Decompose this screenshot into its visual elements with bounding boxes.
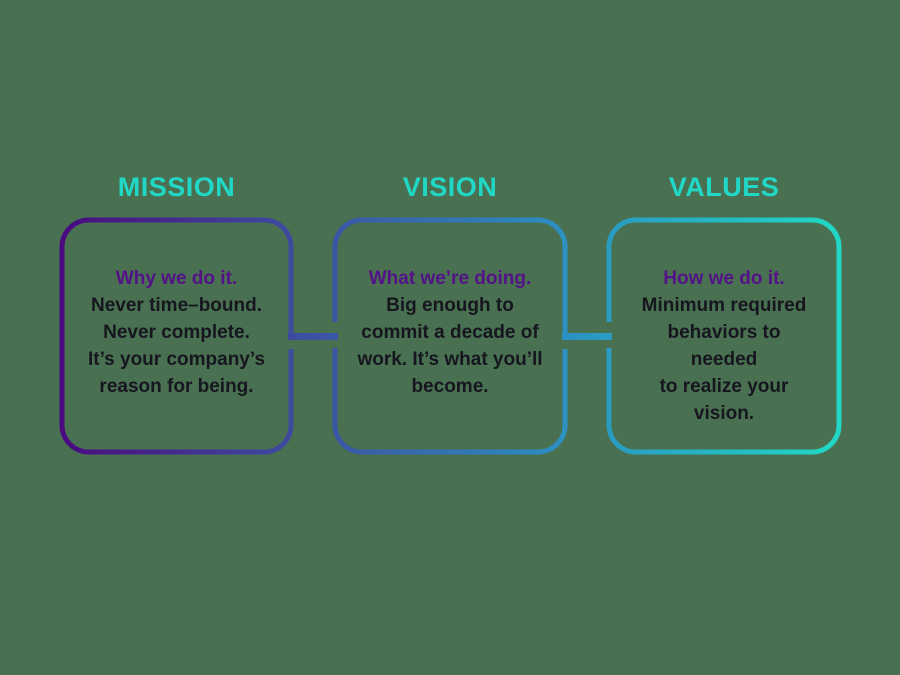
vision-lead: What we’re doing. [368, 268, 532, 289]
vision-body: Big enough to commit a decade of work. I… [357, 295, 543, 397]
vision-column: VISION What we’re doing. Big enough to c… [335, 0, 565, 675]
mission-lead: Why we do it. [115, 268, 238, 289]
mission-column: MISSION Why we do it. Never time–bound. … [62, 0, 291, 675]
gap-mask-mission-right [286, 340, 296, 349]
mission-heading: MISSION [117, 172, 236, 202]
vision-heading: VISION [402, 172, 498, 202]
values-heading: VALUES [668, 172, 780, 202]
connector-vision-values [562, 333, 612, 340]
gap-mask-vision-right [560, 340, 570, 349]
connector-mission-vision [288, 333, 338, 340]
values-body: Minimum required behaviors to needed to … [641, 295, 807, 424]
values-column: VALUES How we do it. Minimum required be… [609, 0, 839, 675]
mission-body: Never time–bound. Never complete. It’s y… [87, 295, 266, 397]
values-lead: How we do it. [663, 268, 785, 289]
